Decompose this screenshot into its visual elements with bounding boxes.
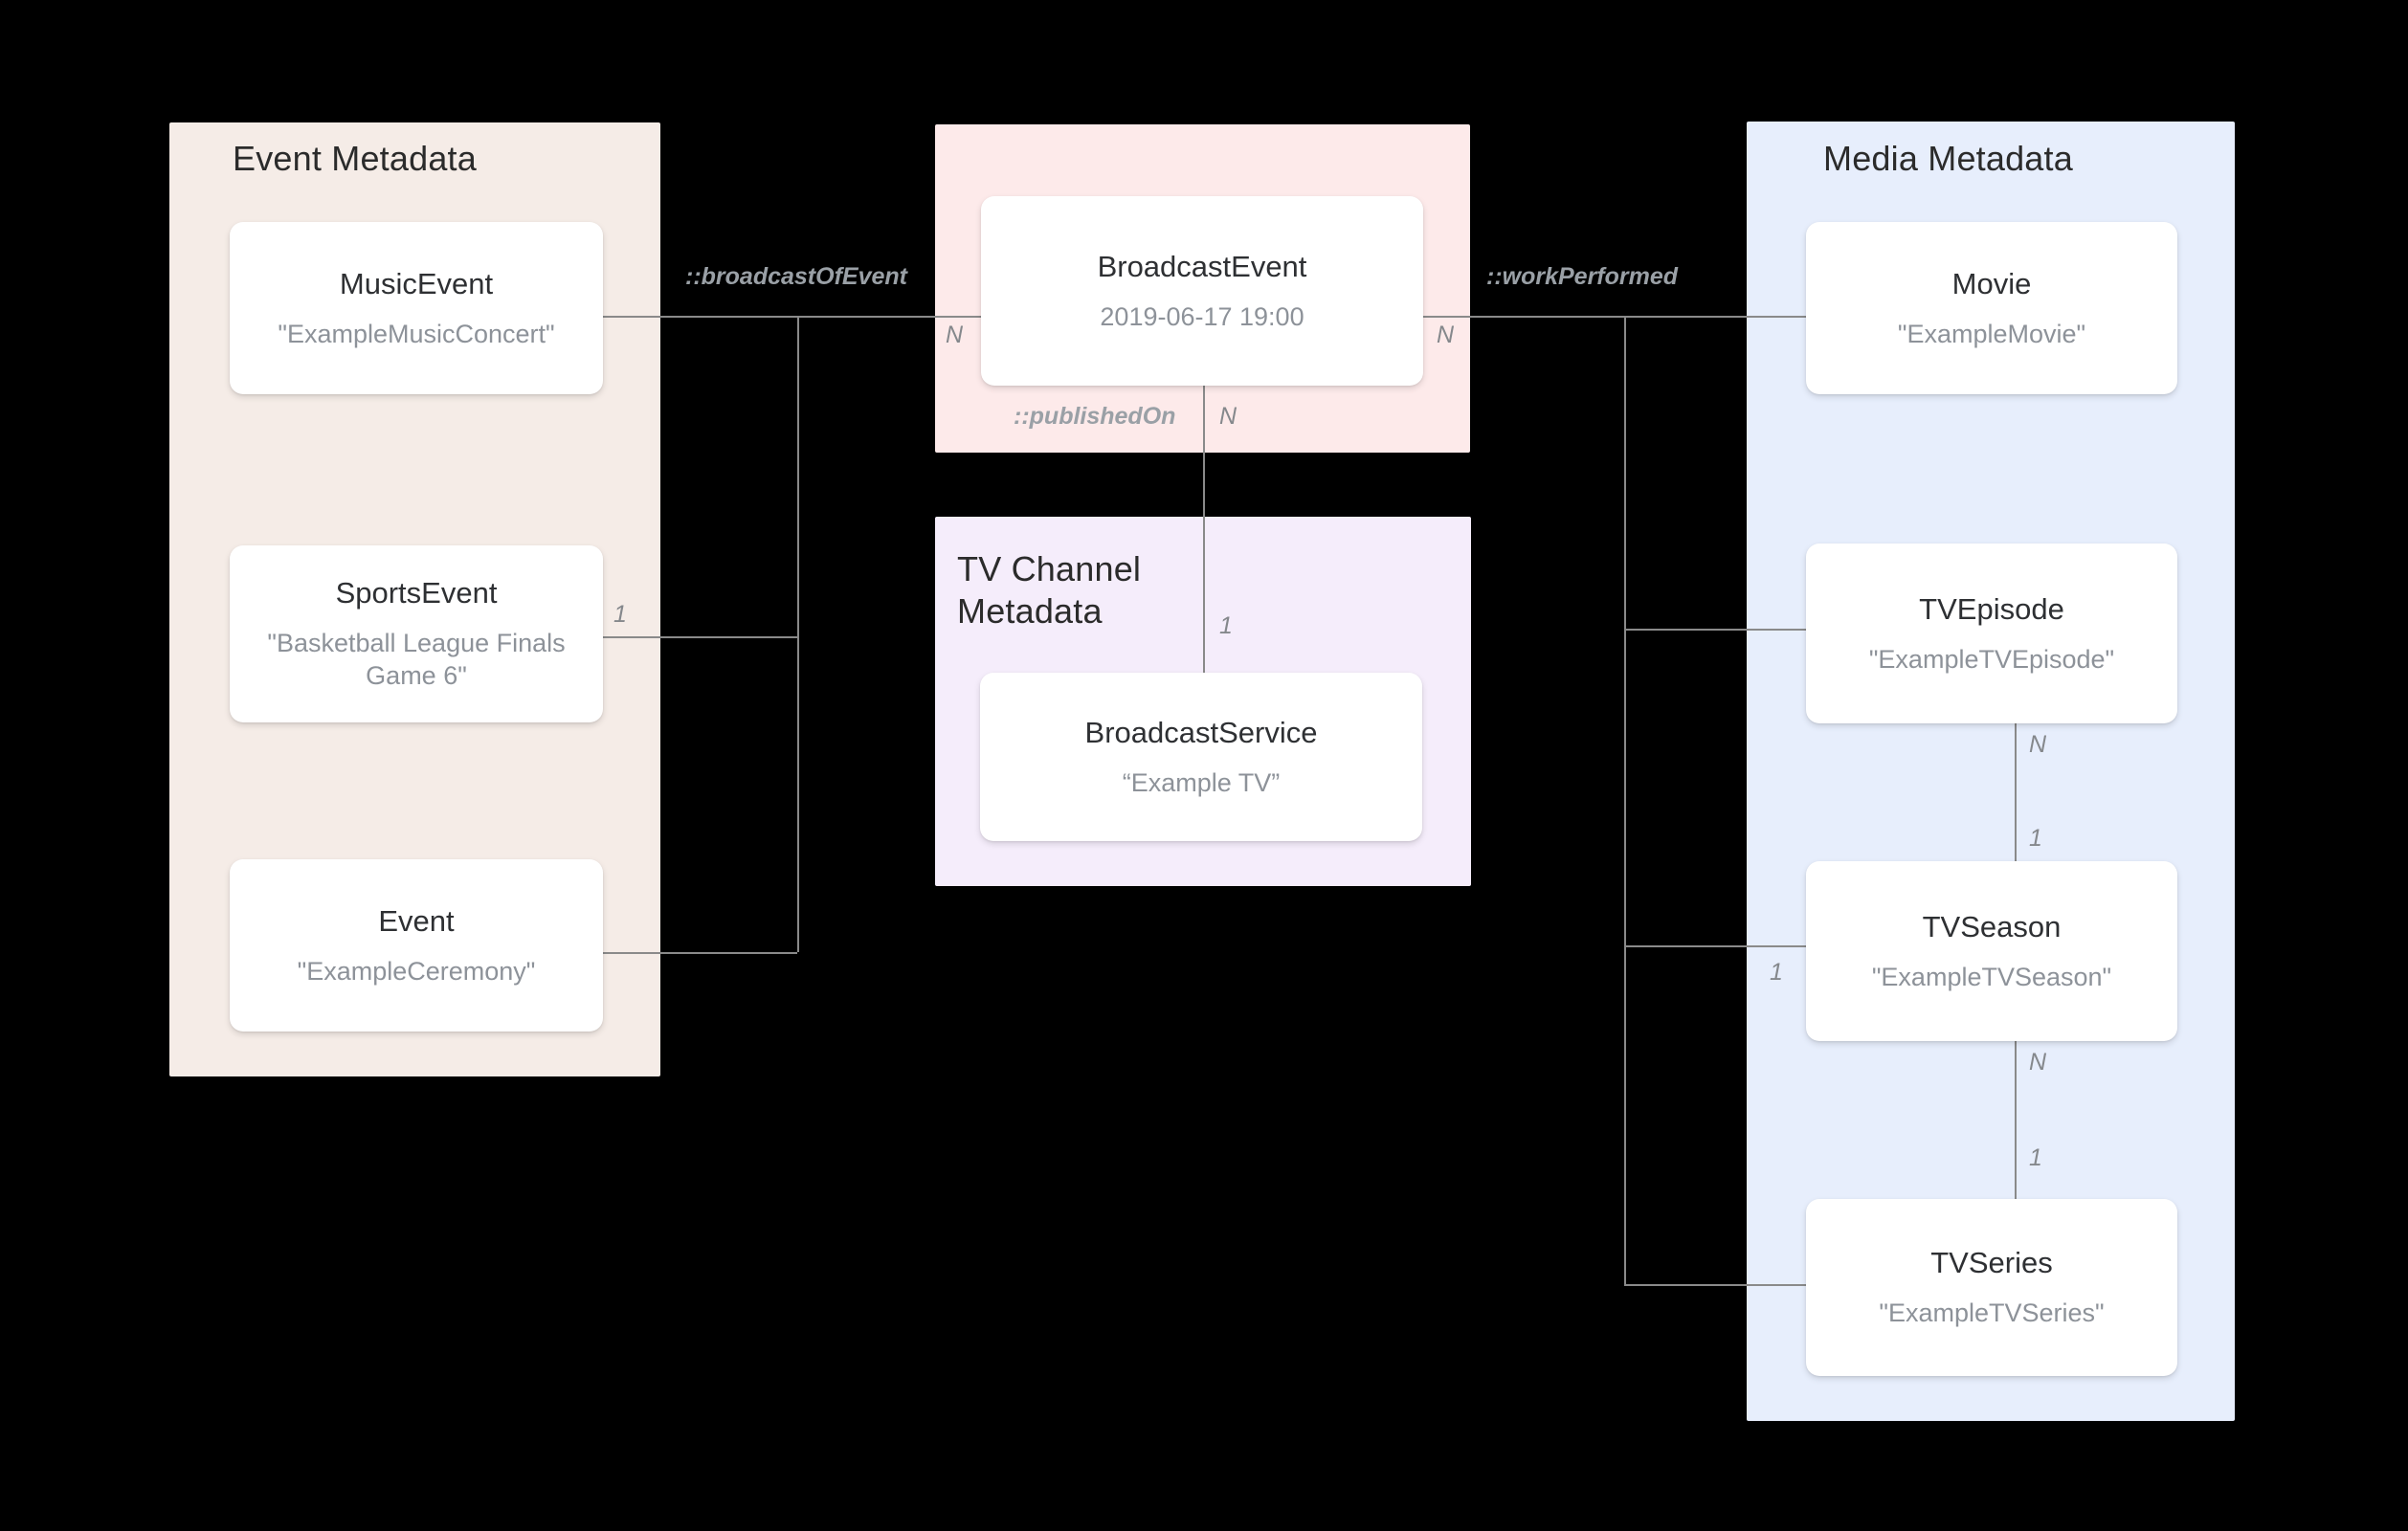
card-music-event[interactable]: MusicEvent "ExampleMusicConcert" bbox=[230, 222, 603, 394]
panel-title-media-metadata: Media Metadata bbox=[1823, 139, 2073, 178]
cardinality-tv-season-left: 1 bbox=[1770, 959, 1783, 986]
card-broadcast-service-name: BroadcastService bbox=[1084, 715, 1318, 749]
card-broadcast-event[interactable]: BroadcastEvent 2019-06-17 19:00 bbox=[981, 196, 1423, 386]
card-tv-episode-name: TVEpisode bbox=[1919, 591, 2064, 626]
card-music-event-value: "ExampleMusicConcert" bbox=[278, 319, 555, 348]
card-broadcast-event-name: BroadcastEvent bbox=[1097, 249, 1307, 283]
panel-title-event-metadata: Event Metadata bbox=[233, 139, 477, 178]
connector-media-bus-to-tv-episode bbox=[1624, 629, 1806, 631]
card-event-name: Event bbox=[378, 903, 455, 938]
cardinality-broadcast-event-left: N bbox=[946, 322, 964, 348]
card-sports-event[interactable]: SportsEvent "Basketball League Finals Ga… bbox=[230, 545, 603, 722]
cardinality-broadcast-event-right: N bbox=[1437, 322, 1455, 348]
card-event-value: "ExampleCeremony" bbox=[297, 956, 536, 986]
connector-tv-episode-to-tv-season bbox=[2015, 722, 2017, 918]
card-tv-series-name: TVSeries bbox=[1930, 1246, 2053, 1280]
card-tv-season[interactable]: TVSeason "ExampleTVSeason" bbox=[1806, 861, 2177, 1041]
card-event[interactable]: Event "ExampleCeremony" bbox=[230, 859, 603, 1032]
card-broadcast-event-value: 2019-06-17 19:00 bbox=[1100, 301, 1304, 331]
cardinality-broadcast-service-top: 1 bbox=[1219, 612, 1233, 639]
relationship-label-published-on: ::publishedOn bbox=[1014, 403, 1176, 430]
card-movie[interactable]: Movie "ExampleMovie" bbox=[1806, 222, 2177, 394]
connector-broadcast-event-to-media bbox=[1422, 316, 1815, 318]
connector-media-bus-to-tv-series bbox=[1624, 1284, 1806, 1286]
connector-media-bus-to-tv-season bbox=[1624, 945, 1806, 947]
cardinality-tv-season-top: 1 bbox=[2029, 825, 2042, 852]
card-movie-name: Movie bbox=[1951, 266, 2032, 300]
card-tv-series-value: "ExampleTVSeries" bbox=[1879, 1298, 2105, 1328]
card-tv-season-name: TVSeason bbox=[1922, 909, 2062, 943]
card-movie-value: "ExampleMovie" bbox=[1897, 319, 2086, 348]
card-sports-event-value: "Basketball League Finals Game 6" bbox=[267, 629, 566, 691]
card-tv-series[interactable]: TVSeries "ExampleTVSeries" bbox=[1806, 1199, 2177, 1376]
connector-event-bus bbox=[797, 316, 799, 952]
panel-title-tv-channel-metadata: TV Channel Metadata bbox=[957, 549, 1142, 631]
relationship-label-broadcast-of-event: ::broadcastOfEvent bbox=[685, 263, 907, 290]
connector-event-to-broadcast-event bbox=[797, 316, 989, 318]
card-tv-season-value: "ExampleTVSeason" bbox=[1871, 962, 2112, 991]
cardinality-sports-event-right: 1 bbox=[613, 601, 627, 628]
connector-sports-event-stub bbox=[602, 636, 797, 638]
connector-broadcast-event-to-service bbox=[1203, 386, 1205, 673]
cardinality-broadcast-event-bottom: N bbox=[1219, 403, 1237, 430]
card-music-event-name: MusicEvent bbox=[339, 266, 494, 300]
card-broadcast-service[interactable]: BroadcastService “Example TV” bbox=[980, 673, 1422, 841]
cardinality-tv-series-top: 1 bbox=[2029, 1144, 2042, 1171]
cardinality-tv-episode-bottom: N bbox=[2029, 731, 2047, 758]
connector-music-event-stub bbox=[602, 316, 797, 318]
connector-tv-season-to-tv-series bbox=[2015, 1041, 2017, 1234]
connector-media-bus bbox=[1624, 316, 1626, 1284]
card-tv-episode-value: "ExampleTVEpisode" bbox=[1868, 644, 2115, 674]
connector-event-stub bbox=[602, 952, 797, 954]
card-tv-episode[interactable]: TVEpisode "ExampleTVEpisode" bbox=[1806, 544, 2177, 723]
card-sports-event-name: SportsEvent bbox=[335, 576, 498, 610]
cardinality-tv-season-bottom: N bbox=[2029, 1049, 2047, 1076]
relationship-label-work-performed: ::workPerformed bbox=[1486, 263, 1679, 290]
card-broadcast-service-value: “Example TV” bbox=[1122, 767, 1281, 797]
